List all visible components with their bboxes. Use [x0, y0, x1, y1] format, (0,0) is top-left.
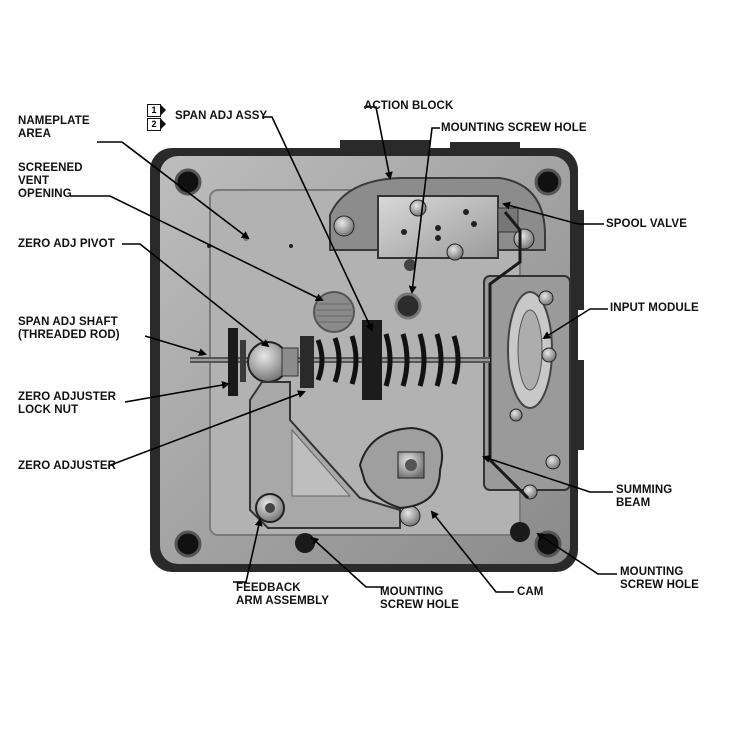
- label-spool-valve: SPOOL VALVE: [606, 218, 687, 230]
- mounting-hole-center: [394, 292, 422, 320]
- span-adj-block: [362, 320, 382, 400]
- label-zero-adj-pivot: ZERO ADJ PIVOT: [18, 238, 115, 250]
- note-marker-1: 1: [147, 104, 166, 117]
- label-cam: CAM: [517, 586, 544, 598]
- label-input-module: INPUT MODULE: [610, 302, 699, 314]
- input-module: [483, 275, 571, 500]
- screened-vent: [313, 291, 355, 333]
- label-mounting-screw-hole-top: MOUNTING SCREW HOLE: [441, 122, 587, 134]
- label-zero-adjuster: ZERO ADJUSTER: [18, 460, 116, 472]
- summing-beam: [488, 211, 530, 500]
- action-block: [329, 177, 546, 271]
- note-marker-2: 2: [147, 118, 166, 131]
- mounting-hole-bottom: [295, 533, 315, 553]
- leader-lines: [70, 106, 617, 593]
- label-action-block: ACTION BLOCK: [364, 100, 454, 112]
- label-span-adj-shaft: SPAN ADJ SHAFT(THREADED ROD): [18, 316, 120, 341]
- mounting-hole-right: [510, 522, 530, 542]
- cam: [358, 426, 444, 510]
- zero-adjuster-lock-nut: [228, 328, 238, 396]
- label-span-adj-assy: SPAN ADJ ASSY: [175, 110, 268, 122]
- zero-adjuster: [300, 336, 314, 388]
